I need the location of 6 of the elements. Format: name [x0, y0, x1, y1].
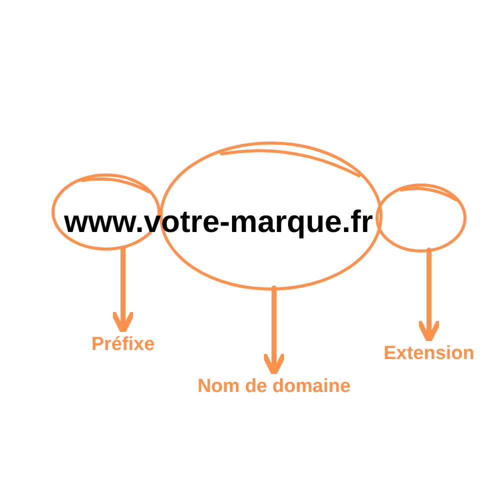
arrow	[262, 286, 286, 376]
arrow	[110, 246, 136, 334]
part-label: Extension	[384, 342, 474, 366]
part-label: Nom de domaine	[197, 374, 351, 399]
part-label: Préfixe	[91, 332, 155, 357]
arrow	[416, 248, 442, 344]
